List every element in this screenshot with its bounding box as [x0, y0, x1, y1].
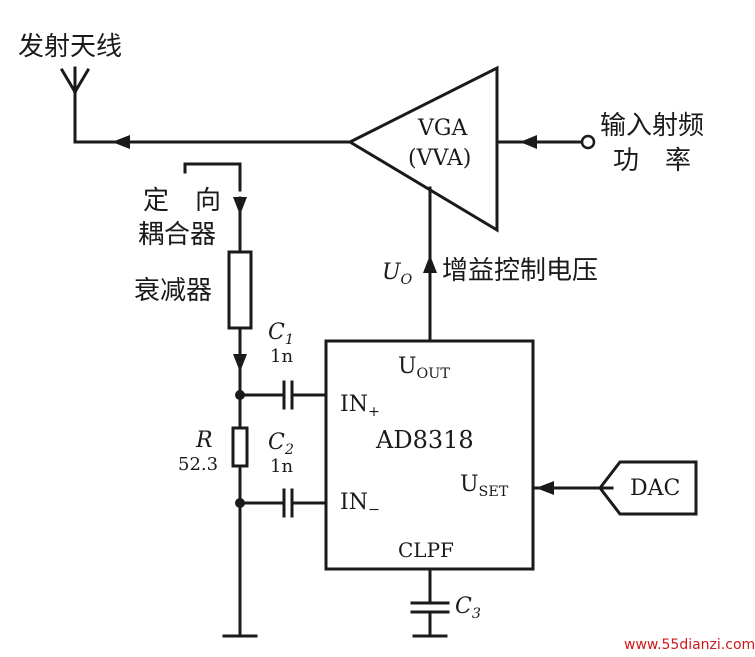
pin-in-plus: IN+: [340, 392, 380, 420]
input-terminal-icon: [580, 134, 596, 150]
antenna-icon: [59, 66, 91, 144]
pin-uset: USET: [460, 472, 509, 500]
c2-label: C2: [268, 430, 294, 458]
watermark: www.55dianzi.com: [624, 637, 755, 653]
c1-value: 1n: [270, 346, 294, 367]
attenuator-box: [227, 250, 253, 330]
antenna-label: 发射天线: [18, 32, 123, 62]
c1-label: C1: [268, 320, 294, 348]
gain-control-label: 增益控制电压: [442, 256, 599, 286]
c2-value: 1n: [270, 456, 294, 477]
arrow-down-icon: [233, 354, 247, 372]
r-label: R: [196, 428, 213, 453]
uo-label: UO: [382, 260, 413, 288]
pin-uout: UOUT: [398, 354, 450, 382]
coupler-label-line1: 定 向: [143, 186, 222, 216]
pin-in-minus: IN−: [340, 490, 380, 518]
attenuator-label: 衰减器: [134, 276, 213, 306]
resistor-r: [231, 426, 249, 468]
arrow-up-icon: [423, 255, 437, 273]
rf-input-label-line1: 输入射频: [600, 111, 705, 141]
r-value: 52.3: [178, 454, 219, 475]
vga-label: VGA: [418, 116, 468, 141]
coupler-label-line2: 耦合器: [138, 220, 217, 250]
dac-label: DAC: [630, 476, 681, 501]
vga-amplifier: [346, 65, 499, 233]
chip-name: AD8318: [376, 426, 474, 454]
vva-label: (VVA): [408, 146, 472, 171]
arrow-left-icon: [520, 135, 537, 149]
rf-input-label-line2: 功 率: [613, 146, 692, 176]
coupler-tap: [183, 162, 242, 192]
arrow-left-icon: [112, 135, 130, 149]
dac-block: [598, 460, 698, 516]
arrow-left-icon: [536, 481, 554, 495]
pin-clpf: CLPF: [398, 538, 454, 562]
c3-label: C3: [455, 594, 481, 622]
